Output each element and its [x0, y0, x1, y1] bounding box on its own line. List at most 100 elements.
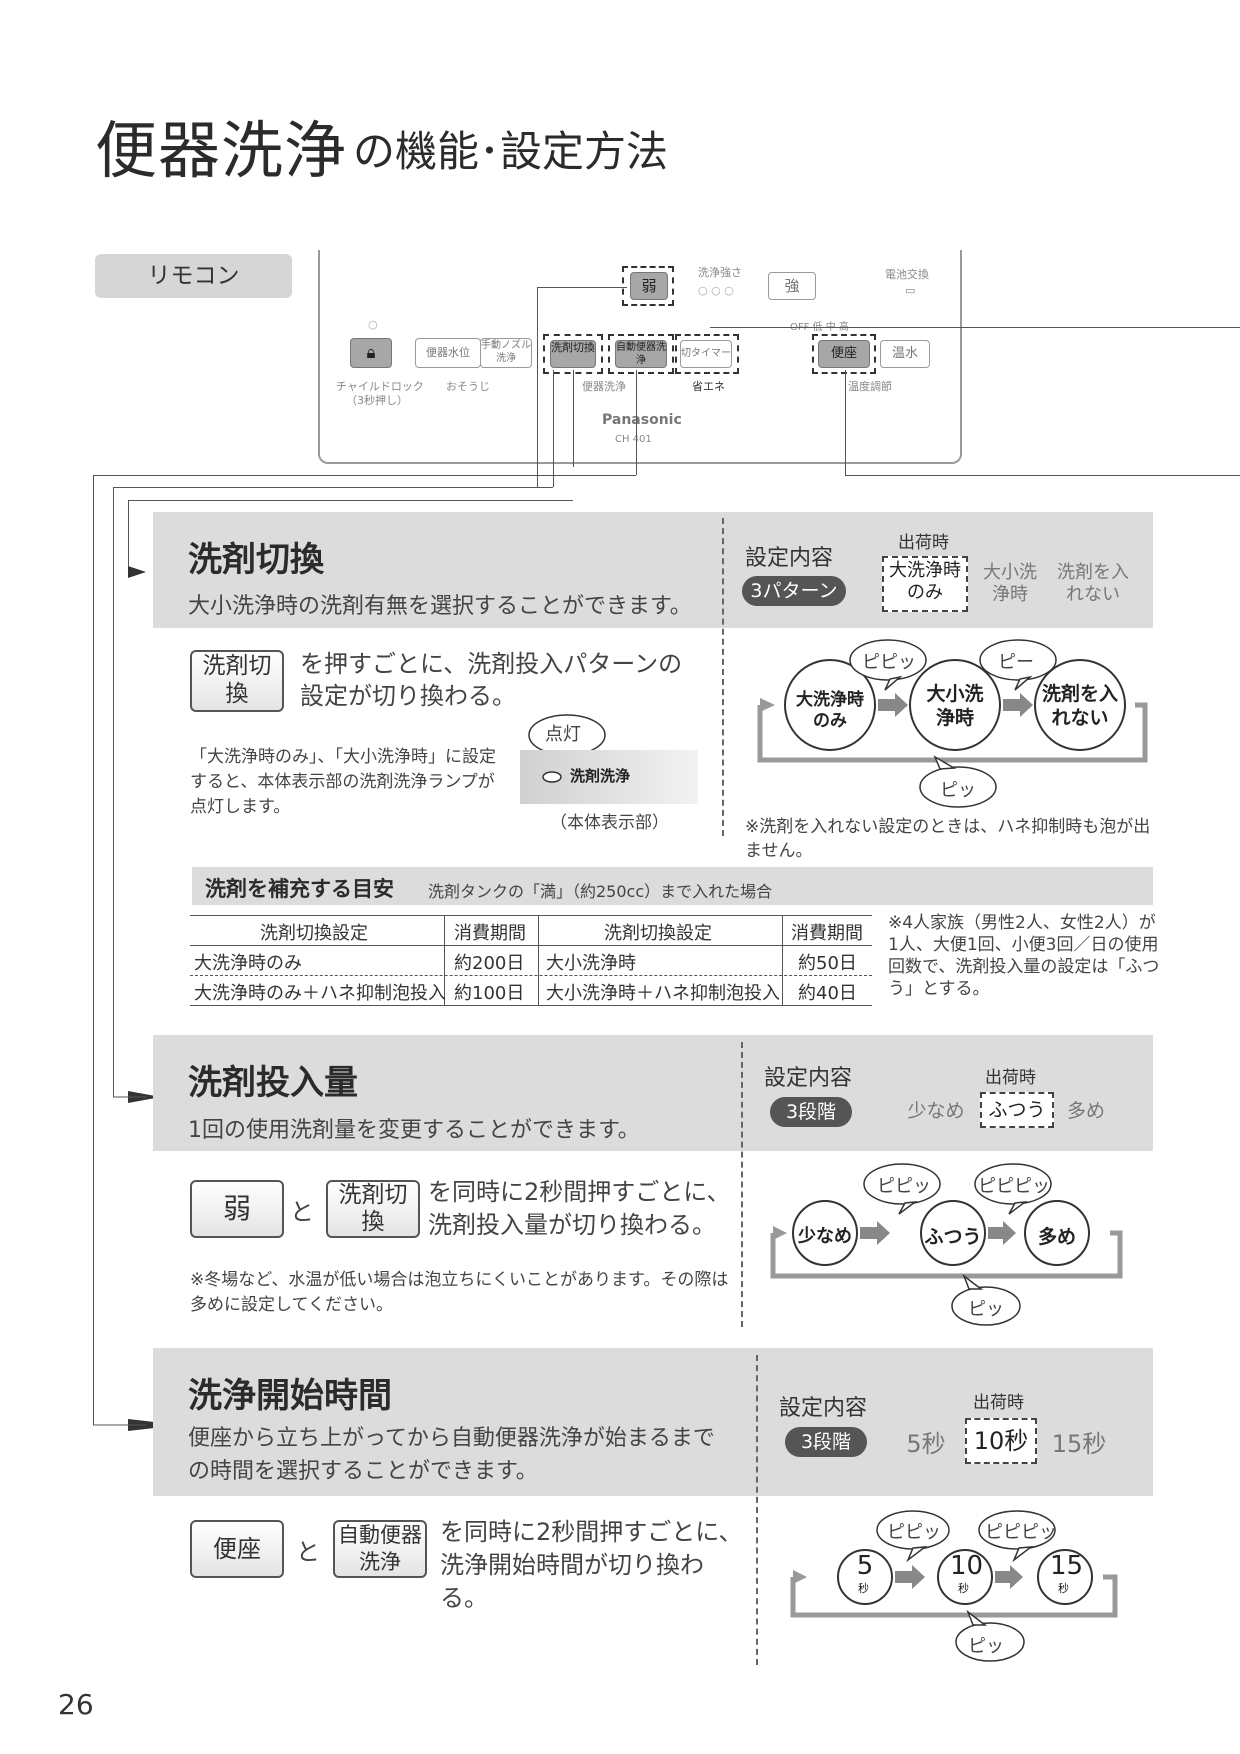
section3-option-3: 15秒 — [1051, 1430, 1107, 1458]
section2-divider — [741, 1042, 743, 1327]
auto-flush-button[interactable]: 自動便器洗浄 — [615, 340, 667, 368]
section2-option-2: ふつう — [980, 1092, 1054, 1128]
section2-pill: 3段階 — [770, 1097, 852, 1127]
section1-flow-diagram — [757, 639, 1148, 808]
section1-detergent-key: 洗剤切換 — [190, 650, 284, 712]
refill-band — [192, 867, 1153, 905]
section3-setting-label: 設定内容 — [779, 1396, 868, 1421]
auto-flush-highlight — [608, 334, 674, 374]
seat-highlight — [812, 334, 876, 374]
section2-weak-key: 弱 — [190, 1180, 284, 1238]
section1-flow-node-1: 大洗浄時のみ — [796, 690, 864, 731]
wire-switch-v2 — [573, 370, 574, 467]
section3-divider — [756, 1355, 758, 1665]
section3-sec-2: 秒 — [958, 1582, 969, 1595]
table-cell: 約200日 — [454, 953, 525, 974]
section2-title: 洗剤投入量 — [188, 1063, 358, 1103]
strength-label: 洗浄強さ — [698, 266, 742, 279]
wire-weak-v — [537, 287, 538, 487]
battery-label: 電池交換 — [885, 268, 929, 281]
section3-option-2: 10秒 — [965, 1418, 1037, 1464]
section2-detergent-key: 洗剤切換 — [326, 1180, 420, 1238]
wire-mid-v — [113, 487, 114, 1097]
section1-beep-2: ピー — [998, 652, 1034, 673]
section3-auto-flush-key: 自動便器洗浄 — [333, 1520, 427, 1578]
off-timer-button[interactable]: 切タイマー — [680, 340, 732, 368]
section2-setting-label: 設定内容 — [764, 1066, 853, 1091]
refill-subtitle: 洗剤タンクの「満」（約250cc）まで入れた場合 — [428, 882, 773, 901]
section2-flow-node-2: ふつう — [924, 1226, 982, 1248]
brand-logo: Panasonic — [602, 412, 682, 428]
wire-inner-v — [128, 500, 129, 572]
section1-band — [153, 512, 1153, 628]
section2-ship-label: 出荷時 — [985, 1068, 1036, 1088]
section2-instruction: を同時に2秒間押すごとに、洗剤投入量が切り換わる。 — [428, 1178, 731, 1239]
manual-nozzle-button[interactable]: 手動ノズル洗浄 — [480, 338, 532, 368]
wire-timer-h — [710, 327, 1240, 328]
strong-button[interactable]: 強 — [768, 272, 816, 300]
section1-pill: 3パターン — [742, 576, 846, 606]
refill-header-3: 洗剤切換設定 — [604, 923, 712, 944]
section1-footnote: ※洗剤を入れない設定のときは、ハネ抑制時も泡が出ません。 — [745, 817, 1151, 861]
section2-desc: 1回の使用洗剤量を変更することができます。 — [188, 1118, 640, 1143]
lamp-label: 洗剤洗浄 — [570, 767, 631, 785]
section3-flow-node-1: 5 — [856, 1551, 874, 1581]
lock-icon[interactable]: 🔒︎ — [350, 338, 392, 368]
section1-option-3: 洗剤を入れない — [1057, 562, 1129, 605]
section1-flow-node-3: 洗剤を入れない — [1041, 683, 1118, 729]
section1-divider — [722, 518, 724, 836]
lamp-lit-label: 点灯 — [545, 724, 581, 745]
page-number: 26 — [58, 1688, 94, 1721]
section3-pill: 3段階 — [785, 1427, 867, 1457]
section2-beep-2: ピピピッ — [978, 1176, 1050, 1197]
section1-beep-3: ピッ — [940, 780, 976, 801]
section3-flow-node-2: 10 — [950, 1551, 984, 1581]
model-label: CH 401 — [615, 434, 652, 445]
section2-note: ※冬場など、水温が低い場合は泡立ちにくいことがあります。その際は多めに設定してく… — [190, 1270, 729, 1315]
wire-seat-v — [845, 370, 846, 475]
eco-label: 省エネ — [692, 380, 725, 393]
section1-instruction: を押すごとに、洗剤投入パターンの設定が切り換わる。 — [300, 650, 683, 710]
refill-title: 洗剤を補充する目安 — [205, 877, 394, 901]
child-lock-label: チャイルドロック — [336, 380, 424, 393]
section3-option-1: 5秒 — [906, 1430, 946, 1458]
section1-setting-label: 設定内容 — [745, 546, 834, 571]
section3-instruction: を同時に2秒間押すごとに、洗浄開始時間が切り換わる。 — [440, 1518, 743, 1612]
section1-title: 洗剤切換 — [188, 540, 324, 580]
section1-note: 「大洗浄時のみ」、「大小洗浄時」に設定すると、本体表示部の洗剤洗浄ランプが点灯し… — [190, 747, 496, 817]
section3-desc: 便座から立ち上がってから自動便器洗浄が始まるまでの時間を選択することができます。 — [188, 1426, 715, 1484]
table-cell: 大小洗浄時＋ハネ抑制泡投入 — [546, 983, 780, 1004]
seat-button[interactable]: 便座 — [818, 340, 870, 368]
toilet-wash-label: 便器洗浄 — [582, 380, 626, 393]
section3-seat-key: 便座 — [190, 1520, 284, 1578]
water-button[interactable]: 温水 — [880, 340, 930, 368]
section3-ship-label: 出荷時 — [973, 1393, 1024, 1413]
section3-beep-3: ピッ — [968, 1636, 1004, 1657]
wire-auto-v — [636, 370, 637, 475]
remote-label-tag: リモコン — [95, 254, 292, 298]
lock-indicator: ○ — [368, 318, 378, 331]
detergent-switch-button[interactable]: 洗剤切換 — [550, 340, 596, 368]
section3-flow-node-3: 15 — [1050, 1551, 1084, 1581]
section2-beep-3: ピッ — [968, 1299, 1004, 1320]
section1-ship-label: 出荷時 — [898, 533, 949, 553]
section2-option-3: 多め — [1066, 1100, 1105, 1122]
table-cell: 大小洗浄時 — [546, 953, 636, 974]
section3-sec-1: 秒 — [858, 1582, 869, 1595]
weak-button[interactable]: 弱 — [630, 272, 668, 300]
cleaning-label: おそうじ — [446, 380, 490, 393]
wire-mid-h — [113, 487, 553, 488]
table-cell: 約40日 — [798, 983, 857, 1004]
table-cell: 大洗浄時のみ＋ハネ抑制泡投入 — [194, 983, 446, 1004]
section1-flow-node-2: 大小洗浄時 — [926, 683, 984, 729]
section2-flow-diagram — [770, 1163, 1123, 1326]
bowl-level-button[interactable]: 便器水位 — [415, 338, 481, 368]
strength-dots: ○ ○ ○ — [698, 284, 734, 297]
wire-switch-v — [553, 370, 554, 487]
refill-header-1: 洗剤切換設定 — [260, 923, 368, 944]
body-display-label: （本体表示部） — [550, 813, 669, 833]
temp-label: 温度調節 — [848, 380, 892, 393]
lamp-display-graphic — [520, 714, 698, 804]
refill-header-2: 消費期間 — [454, 923, 526, 944]
section3-and: と — [296, 1538, 320, 1566]
